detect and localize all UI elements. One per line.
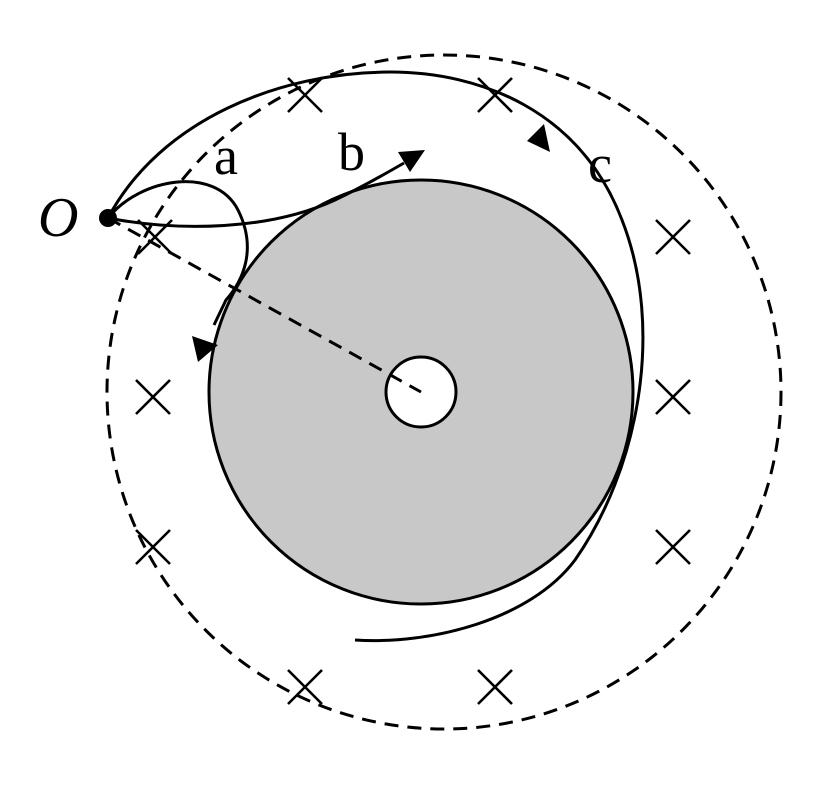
field-markers	[135, 77, 691, 705]
field-cross-marker	[655, 219, 691, 255]
trajectory-c-label: c	[588, 134, 612, 194]
trajectory-b-label: b	[338, 122, 365, 182]
field-cross-marker	[655, 529, 691, 565]
origin-label: O	[38, 187, 78, 249]
trajectory-a-arrowhead	[192, 336, 218, 362]
trajectory-b	[107, 161, 405, 228]
outer-field-boundary	[105, 53, 783, 731]
radius-dashed-line	[107, 216, 422, 394]
trajectory-b-arrowhead	[398, 150, 425, 172]
field-cross-marker	[287, 669, 323, 705]
trajectory-a	[106, 180, 249, 326]
field-cross-marker	[655, 379, 691, 415]
field-cross-marker	[477, 669, 513, 705]
trajectory-a-label: a	[214, 126, 238, 186]
field-cross-marker	[477, 77, 513, 113]
trajectory-c	[106, 70, 645, 643]
field-cross-marker	[135, 529, 171, 565]
field-cross-marker	[135, 379, 171, 415]
origin-point	[99, 209, 117, 227]
trajectory-c-arrowhead	[527, 124, 550, 152]
